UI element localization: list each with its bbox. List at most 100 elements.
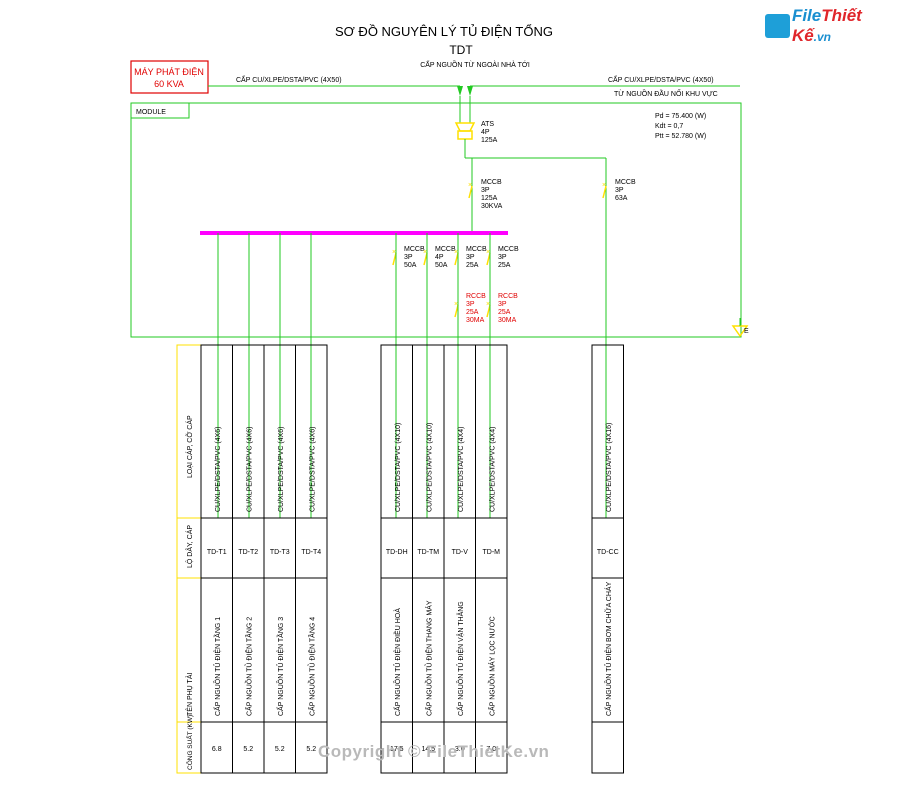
main-mccb-poles: 3P — [481, 187, 490, 194]
table-group-3 — [591, 344, 624, 774]
main-mccb-rating: 125A — [481, 195, 498, 202]
ats-label: ATS — [481, 121, 494, 128]
cable-left-label: CẤP CU/XLPE/DSTA/PVC (4X50) — [236, 74, 342, 84]
mccb-text: 3P — [404, 254, 413, 261]
cell-power: 5.2 — [275, 746, 285, 753]
mccb-text: MCCB — [498, 246, 519, 253]
right-mccb-rating: 63A — [615, 195, 628, 202]
cell-route: TD-T3 — [270, 549, 290, 556]
main-mccb-kva: 30KVA — [481, 203, 503, 210]
cell-power: 14.5 — [421, 746, 435, 753]
cell-cable: CU/XLPE/DSTA/PVC (4X16) — [606, 423, 613, 512]
mccb-text: 50A — [404, 262, 417, 269]
mccb-text: MCCB — [466, 246, 487, 253]
cell-cable: CU/XLPE/DSTA/PVC (4X4) — [489, 427, 496, 512]
right-mccb-label: MCCB — [615, 179, 636, 186]
branch-breakers: ×MCCB3P50A×MCCB4P50A×MCCB3P25A×RCCB3P25A… — [392, 246, 519, 324]
header-power: CÔNG SUẤT (KW) — [184, 715, 194, 770]
rccb-cross-icon: × — [486, 301, 490, 308]
rccb-text: 30MA — [466, 317, 485, 324]
rccb-text: 25A — [498, 309, 511, 316]
mccb-text: MCCB — [435, 246, 456, 253]
earth-label: E — [744, 328, 749, 335]
cell-cable: CU/XLPE/DSTA/PVC (4X4) — [458, 427, 465, 512]
circuit-table: LOẠI CÁP, CỠ CÁP LỘ DÂY, CÁP TÊN PHỤ TẢI… — [176, 344, 624, 774]
cell-load: CẤP NGUỒN TỦ ĐIỆN TẦNG 3 — [275, 617, 285, 716]
site-logo: FileThiết Kế.vn — [765, 6, 901, 45]
mccb-text: 50A — [435, 262, 448, 269]
ats-switch — [454, 122, 476, 158]
rccb-text: 3P — [466, 301, 475, 308]
param-kdt: Kdt = 0,7 — [655, 123, 683, 130]
main-mccb-symbol: × — [468, 180, 473, 199]
svg-text:×: × — [602, 182, 606, 189]
param-ptt: Ptt = 52.780 (W) — [655, 133, 706, 140]
rccb-text: 25A — [466, 309, 479, 316]
rccb-text: RCCB — [466, 293, 486, 300]
feeder-lines — [217, 233, 607, 518]
cell-cable: CU/XLPE/DSTA/PVC (4X10) — [395, 423, 402, 512]
diagram-subtitle: TDT — [449, 43, 473, 57]
ats-rating: 125A — [481, 137, 498, 144]
cell-load: CẤP NGUỒN TỦ ĐIỆN VẬN THĂNG — [455, 601, 465, 716]
logo-mark-icon — [765, 14, 790, 38]
rccb-text: 30MA — [498, 317, 517, 324]
cell-cable: CU/XLPE/DSTA/PVC (4X6) — [246, 427, 253, 512]
ats-poles: 4P — [481, 129, 490, 136]
generator-rating: 60 KVA — [154, 79, 184, 89]
cell-power: 5.2 — [306, 746, 316, 753]
cell-power: 17.5 — [390, 746, 404, 753]
arrow-right — [467, 86, 473, 96]
mccb-cross-icon: × — [392, 249, 396, 256]
mccb-text: 3P — [498, 254, 507, 261]
cell-load: CẤP NGUỒN TỦ ĐIỆN TẦNG 4 — [306, 617, 316, 716]
cell-route: TD-TM — [417, 549, 439, 556]
cell-load: CẤP NGUỒN TỦ ĐIỆN TẦNG 1 — [212, 617, 222, 716]
cell-route: TD-T4 — [301, 549, 321, 556]
cell-cable: CU/XLPE/DSTA/PVC (4X6) — [215, 427, 222, 512]
cell-cable: CU/XLPE/DSTA/PVC (4X6) — [309, 427, 316, 512]
cell-power: 6.8 — [212, 746, 222, 753]
cell-power: 5.2 — [243, 746, 253, 753]
cell-load: CẤP NGUỒN TỦ ĐIỆN THANG MÁY — [423, 600, 433, 716]
header-route: LỘ DÂY, CÁP — [185, 525, 194, 568]
header-cable: LOẠI CÁP, CỠ CÁP — [185, 415, 194, 478]
incoming-label: CẤP NGUỒN TỪ NGOÀI NHÀ TỚI — [420, 59, 530, 69]
cell-power: 3.0 — [455, 746, 465, 753]
cell-load: CẤP NGUỒN TỦ ĐIỆN TẦNG 2 — [243, 617, 253, 716]
cell-cable: CU/XLPE/DSTA/PVC (4X6) — [278, 427, 285, 512]
right-mccb-poles: 3P — [615, 187, 624, 194]
mccb-text: MCCB — [404, 246, 425, 253]
cell-power: 7.0 — [486, 746, 496, 753]
cell-route: TD-CC — [597, 549, 619, 556]
rccb-text: 3P — [498, 301, 507, 308]
mccb-cross-icon: × — [486, 249, 490, 256]
generator-box — [130, 60, 209, 94]
cell-route: TD-T1 — [207, 549, 227, 556]
cable-right-label: CẤP CU/XLPE/DSTA/PVC (4X50) — [608, 74, 714, 84]
cell-load: CẤP NGUỒN MÁY LỌC NƯỚC — [486, 616, 496, 716]
right-mccb-symbol: × — [602, 182, 607, 199]
cell-route: TD-V — [452, 549, 469, 556]
mccb-cross-icon: × — [423, 249, 427, 256]
arrow-left — [457, 86, 463, 96]
module-tag — [130, 102, 190, 119]
mccb-cross-icon: × — [454, 249, 458, 256]
rccb-text: RCCB — [498, 293, 518, 300]
svg-text:×: × — [468, 182, 472, 189]
main-mccb-label: MCCB — [481, 179, 502, 186]
mccb-text: 25A — [466, 262, 479, 269]
mccb-text: 25A — [498, 262, 511, 269]
module-enclosure — [130, 102, 742, 338]
header-load: TÊN PHỤ TẢI — [185, 673, 194, 716]
mccb-text: 3P — [466, 254, 475, 261]
param-pd: Pd = 75.400 (W) — [655, 113, 706, 120]
rccb-cross-icon: × — [454, 301, 458, 308]
cell-route: TD-DH — [386, 549, 408, 556]
mccb-text: 4P — [435, 254, 444, 261]
